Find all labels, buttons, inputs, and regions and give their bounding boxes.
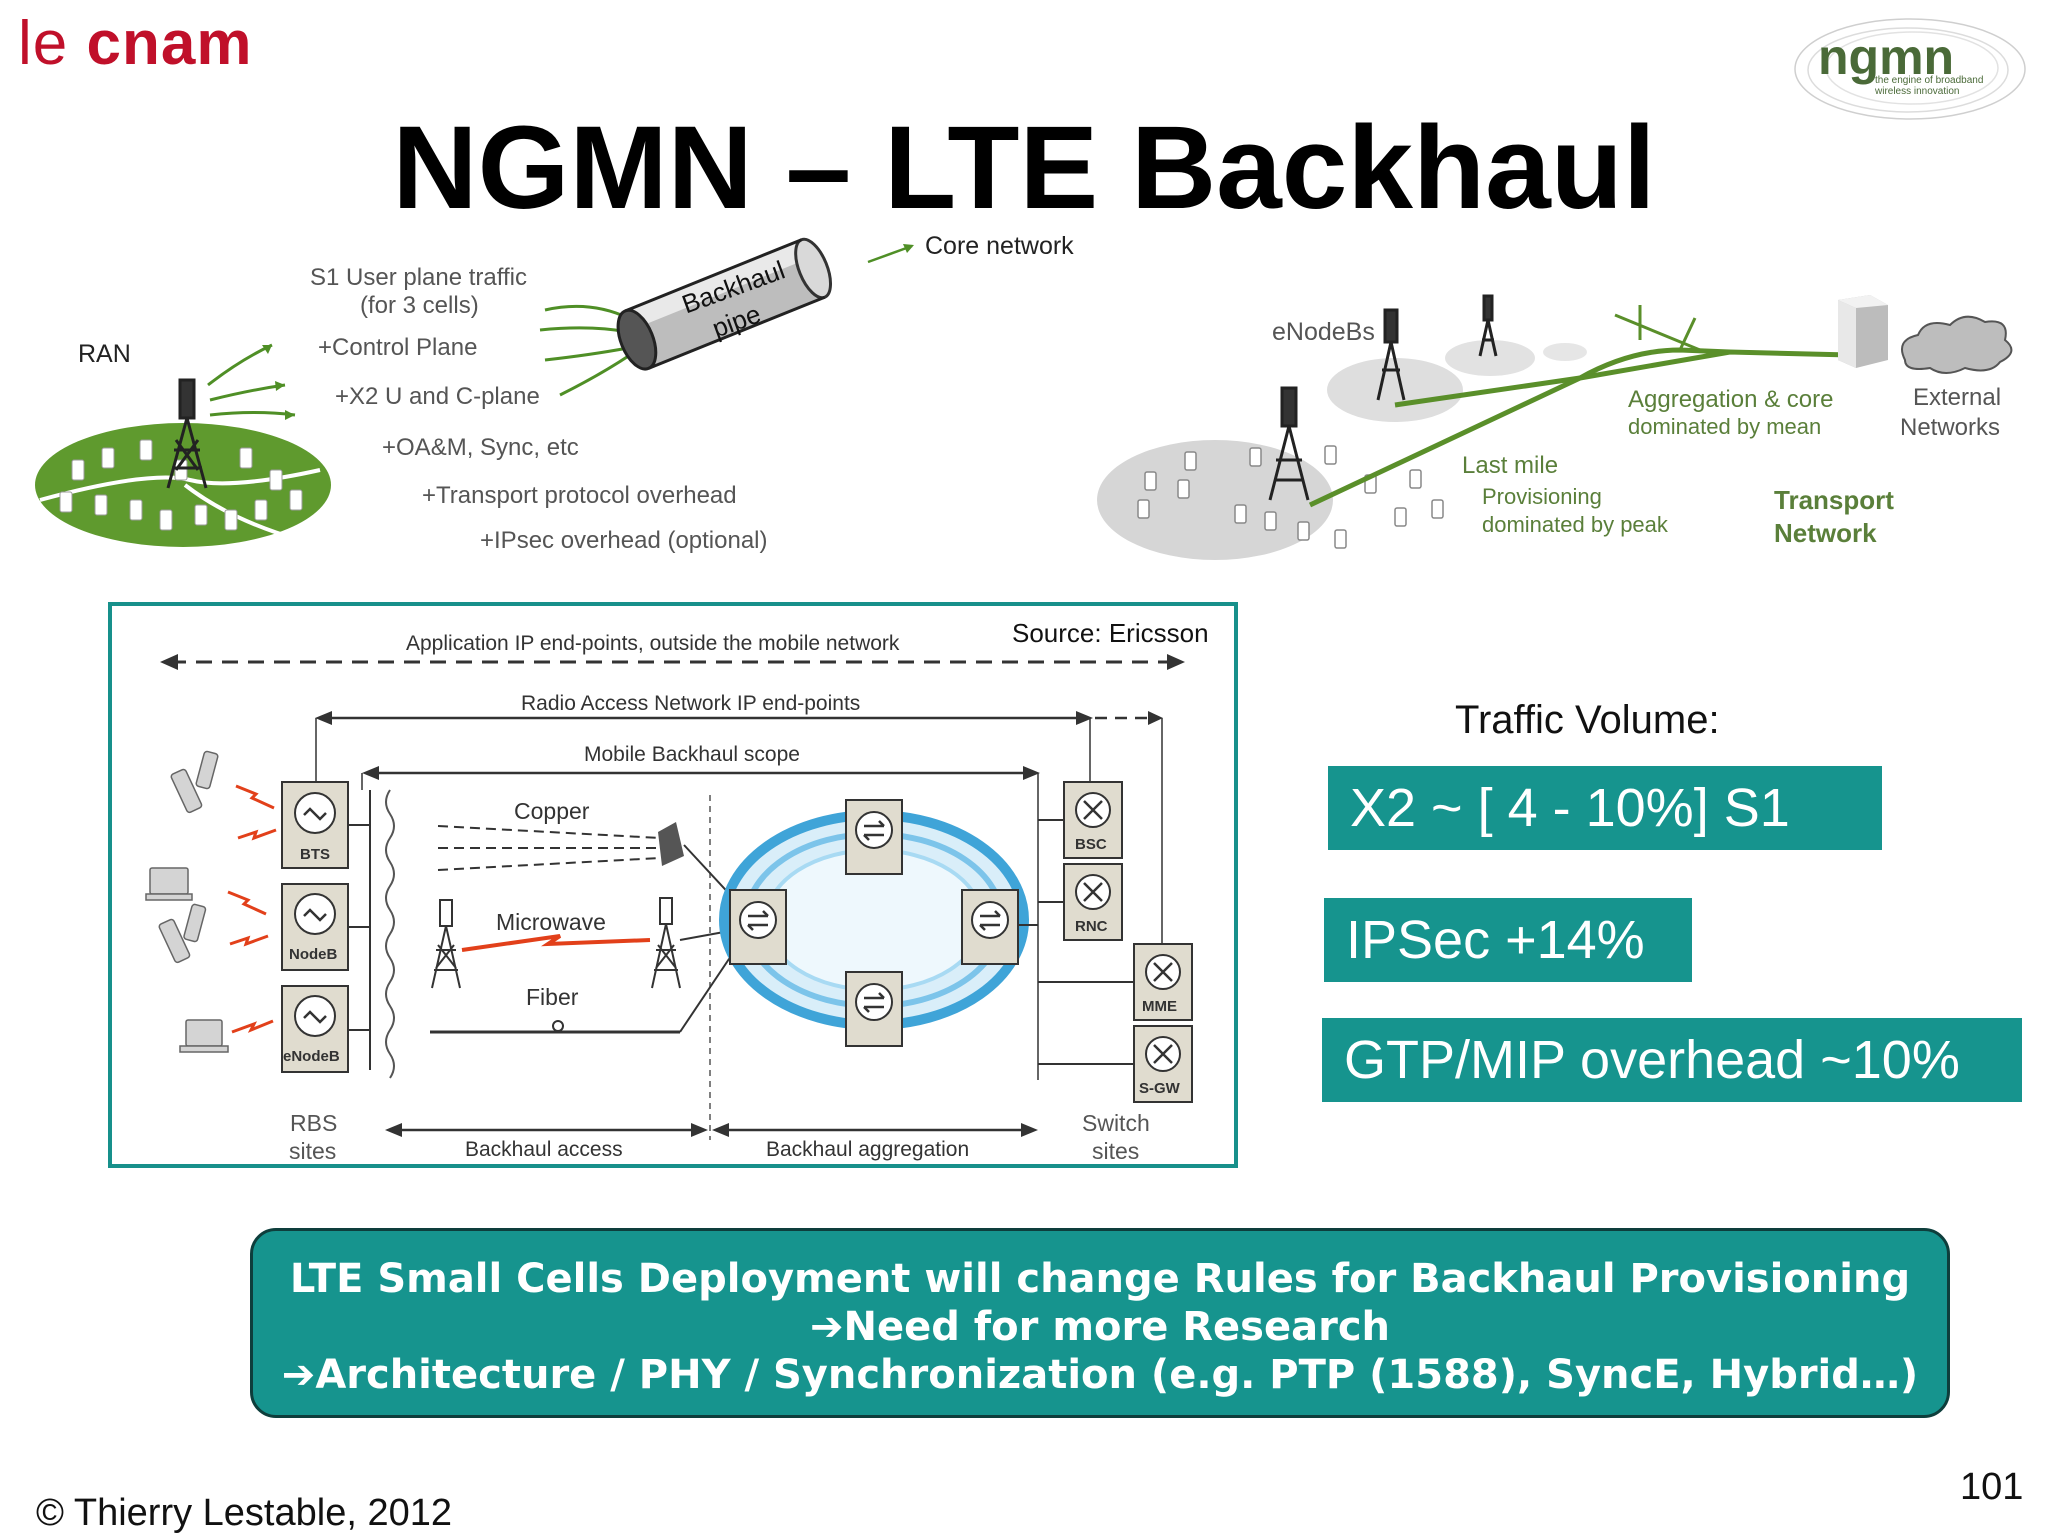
- callout-line-1: LTE Small Cells Deployment will change R…: [289, 1256, 1911, 1302]
- external-label-2: Networks: [1900, 414, 2001, 441]
- external-label-1: External: [1913, 384, 2002, 411]
- fiber-label: Fiber: [526, 984, 579, 1010]
- backhaul-scope-diagram: [145, 654, 1193, 1140]
- traffic-item-5: +OA&M, Sync, etc: [382, 434, 579, 461]
- core-network-label: Core network: [925, 232, 1074, 260]
- ngmn-logo-tagline: the engine of broadband wireless innovat…: [1875, 75, 1984, 97]
- rnc-label: RNC: [1075, 918, 1108, 935]
- bts-label: BTS: [300, 846, 330, 863]
- traffic-item-1: S1 User plane traffic: [310, 264, 527, 291]
- traffic-item-7: +IPsec overhead (optional): [480, 527, 768, 554]
- copyright-footer: © Thierry Lestable, 2012: [36, 1492, 452, 1534]
- traffic-item-2: (for 3 cells): [360, 292, 479, 319]
- provisioning-label-2: dominated by peak: [1482, 512, 1668, 537]
- microwave-label: Microwave: [496, 909, 606, 935]
- rbs-label-1: RBS: [290, 1110, 338, 1136]
- callout-line-3: ➔Architecture / PHY / Synchronization (e…: [281, 1352, 1919, 1398]
- switch-label-1: Switch: [1082, 1110, 1150, 1136]
- provisioning-label-1: Provisioning: [1482, 484, 1602, 509]
- rbs-label-2: sites: [289, 1138, 337, 1164]
- ran-endpoints-label: Radio Access Network IP end-points: [521, 692, 861, 715]
- research-callout: LTE Small Cells Deployment will change R…: [250, 1228, 1950, 1418]
- traffic-volume-title: Traffic Volume:: [1455, 698, 1720, 742]
- traffic-item-6: +Transport protocol overhead: [422, 482, 737, 509]
- ran-label: RAN: [78, 340, 131, 368]
- enodeb-label: eNodeB: [283, 1048, 340, 1065]
- backhaul-access-label: Backhaul access: [465, 1138, 623, 1161]
- transport-label-1: Transport: [1774, 485, 1894, 515]
- transport-label-2: Network: [1774, 518, 1877, 548]
- source-caption: Source: Ericsson: [1012, 618, 1209, 648]
- ngmn-logo-swirl: [1794, 18, 2026, 120]
- mme-label: MME: [1142, 998, 1177, 1015]
- ran-pipe-illustration: [35, 237, 914, 547]
- cnam-logo: le cnam: [18, 8, 252, 79]
- last-mile-label: Last mile: [1462, 452, 1559, 479]
- page-number: 101: [1960, 1466, 2024, 1508]
- backhaul-aggregation-label: Backhaul aggregation: [766, 1138, 970, 1161]
- traffic-item-3: +Control Plane: [318, 334, 478, 361]
- backhaul-scope-label: Mobile Backhaul scope: [584, 743, 800, 766]
- aggregation-label-1: Aggregation & core: [1628, 386, 1834, 413]
- nodeb-label: NodeB: [289, 946, 338, 963]
- callout-line-2: ➔Need for more Research: [809, 1304, 1391, 1350]
- slide-title: NGMN – LTE Backhaul: [392, 102, 1656, 234]
- gtp-traffic-box: GTP/MIP overhead ~10%: [1322, 1018, 2022, 1102]
- ngmn-logo-word: ngmn: [1818, 29, 1955, 85]
- switch-label-2: sites: [1092, 1138, 1140, 1164]
- app-endpoints-label: Application IP end-points, outside the m…: [406, 632, 900, 655]
- logo-text-light: le: [18, 9, 87, 78]
- x2-traffic-box: X2 ~ [ 4 - 10%] S1: [1328, 766, 1882, 850]
- traffic-item-4: +X2 U and C-plane: [335, 383, 540, 410]
- ipsec-traffic-box: IPSec +14%: [1324, 898, 1692, 982]
- bsc-label: BSC: [1075, 836, 1107, 853]
- copper-label: Copper: [514, 798, 590, 824]
- aggregation-label-2: dominated by mean: [1628, 414, 1822, 439]
- enodebs-label: eNodeBs: [1272, 318, 1375, 346]
- sgw-label: S-GW: [1139, 1080, 1180, 1097]
- logo-text-bold: cnam: [86, 9, 253, 78]
- transport-network-illustration: [1097, 294, 2013, 560]
